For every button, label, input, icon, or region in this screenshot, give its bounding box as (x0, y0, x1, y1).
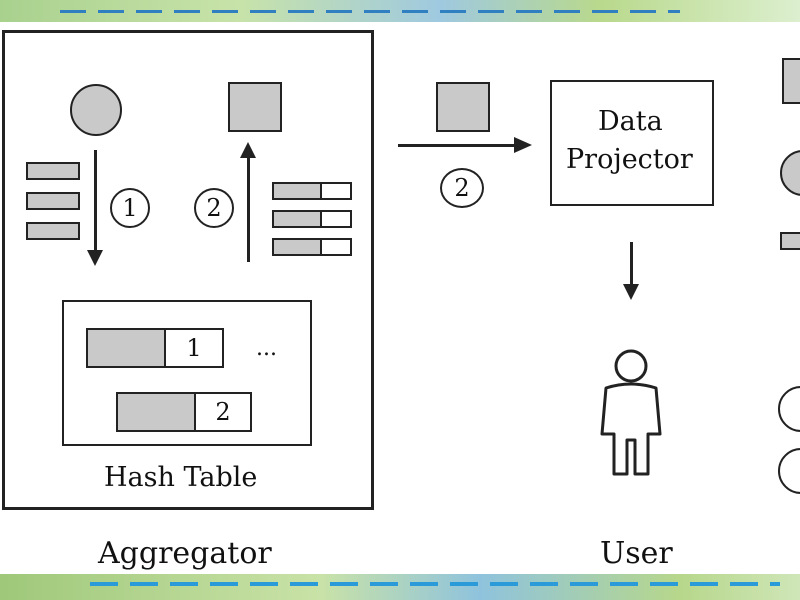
step1-circle-label: 1 (110, 188, 150, 228)
hash-table-entry: 2 (116, 392, 252, 432)
data-projector-box (550, 80, 714, 206)
partial-square-icon (782, 58, 800, 104)
flow-step-circle-label: 2 (440, 168, 484, 208)
output-record (272, 238, 352, 256)
aggregator-label: Aggregator (98, 536, 272, 571)
projector-to-user-arrow-shaft (630, 242, 633, 288)
background-banner-top (0, 0, 800, 22)
user-icon (596, 348, 666, 478)
tuple-circle-icon (70, 84, 122, 136)
data-projector-label-line1: Data (598, 106, 663, 137)
partial-circle-outline-icon (778, 448, 800, 494)
partial-circle-outline-icon (778, 386, 800, 432)
user-label: User (600, 536, 673, 571)
background-banner-bottom (0, 574, 800, 600)
step2-arrow-shaft (247, 156, 250, 262)
flow-result-square-icon (436, 82, 490, 132)
input-record (26, 162, 80, 180)
output-record (272, 182, 352, 200)
result-square-icon (228, 82, 282, 132)
projector-to-user-arrow-head (623, 284, 639, 300)
hash-table-entry: 1 (86, 328, 224, 368)
hash-table-ellipsis: ... (256, 336, 277, 361)
partial-record (780, 232, 800, 250)
input-record (26, 222, 80, 240)
partial-circle-icon (780, 150, 800, 196)
data-projector-label-line2: Projector (566, 144, 693, 175)
output-record (272, 210, 352, 228)
hash-entry-key: 1 (164, 330, 222, 366)
diagram-canvas: 1 2 1 ... 2 Hash Table Aggregator 2 Data… (0, 22, 800, 574)
flow-arrow-shaft (398, 144, 516, 147)
aggregator-box (2, 30, 374, 510)
step1-arrow-shaft (94, 150, 97, 254)
hash-entry-key: 2 (194, 394, 250, 430)
step2-circle-label: 2 (194, 188, 234, 228)
step2-arrow-head (240, 142, 256, 158)
hash-table-box (62, 300, 312, 446)
step1-arrow-head (87, 250, 103, 266)
hash-table-label: Hash Table (104, 462, 258, 493)
flow-arrow-head (514, 137, 532, 153)
input-record (26, 192, 80, 210)
